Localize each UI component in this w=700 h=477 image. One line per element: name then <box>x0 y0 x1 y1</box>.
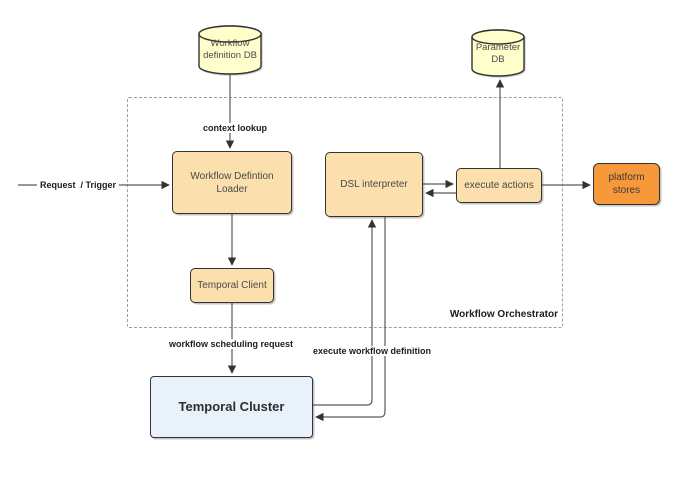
execute-actions: execute actions <box>456 168 542 203</box>
temporal-cluster-label: Temporal Cluster <box>178 398 285 414</box>
execute-actions-label: execute actions <box>464 180 534 191</box>
dsl-interpreter-label: DSL interpreter <box>340 179 408 190</box>
workflow-definition-loader: Workflow Defintion Loader <box>172 151 292 214</box>
platform-stores: platform stores <box>593 163 660 205</box>
cylinder-icon <box>198 25 262 75</box>
workflow-scheduling-request-label: workflow scheduling request <box>165 339 297 349</box>
context-lookup-label: context lookup <box>199 123 271 133</box>
request-trigger-label: Request / Trigger <box>36 180 120 190</box>
edge-dsl-to-temporal-cluster <box>315 217 386 422</box>
temporal-client: Temporal Client <box>190 268 274 303</box>
platform-stores-label: platform stores <box>608 172 645 196</box>
cylinder-icon <box>471 29 525 77</box>
temporal-cluster: Temporal Cluster <box>150 376 313 438</box>
edge-temporal-cluster-to-dsl <box>313 219 377 406</box>
workflow-orchestrator-label: Workflow Orchestrator <box>449 309 558 320</box>
workflow-orchestrator-container <box>127 97 563 328</box>
execute-workflow-definition-label: execute workflow definition <box>309 346 435 356</box>
parameter-db-label: Parameter DB <box>475 42 521 65</box>
dsl-interpreter: DSL interpreter <box>325 152 423 217</box>
workflow-definition-db: Workflow definition DB <box>198 25 262 75</box>
workflow-definition-loader-label: Workflow Defintion Loader <box>190 170 274 195</box>
temporal-client-label: Temporal Client <box>197 280 267 291</box>
workflow-definition-db-label: Workflow definition DB <box>203 38 257 61</box>
parameter-db: Parameter DB <box>471 29 525 77</box>
